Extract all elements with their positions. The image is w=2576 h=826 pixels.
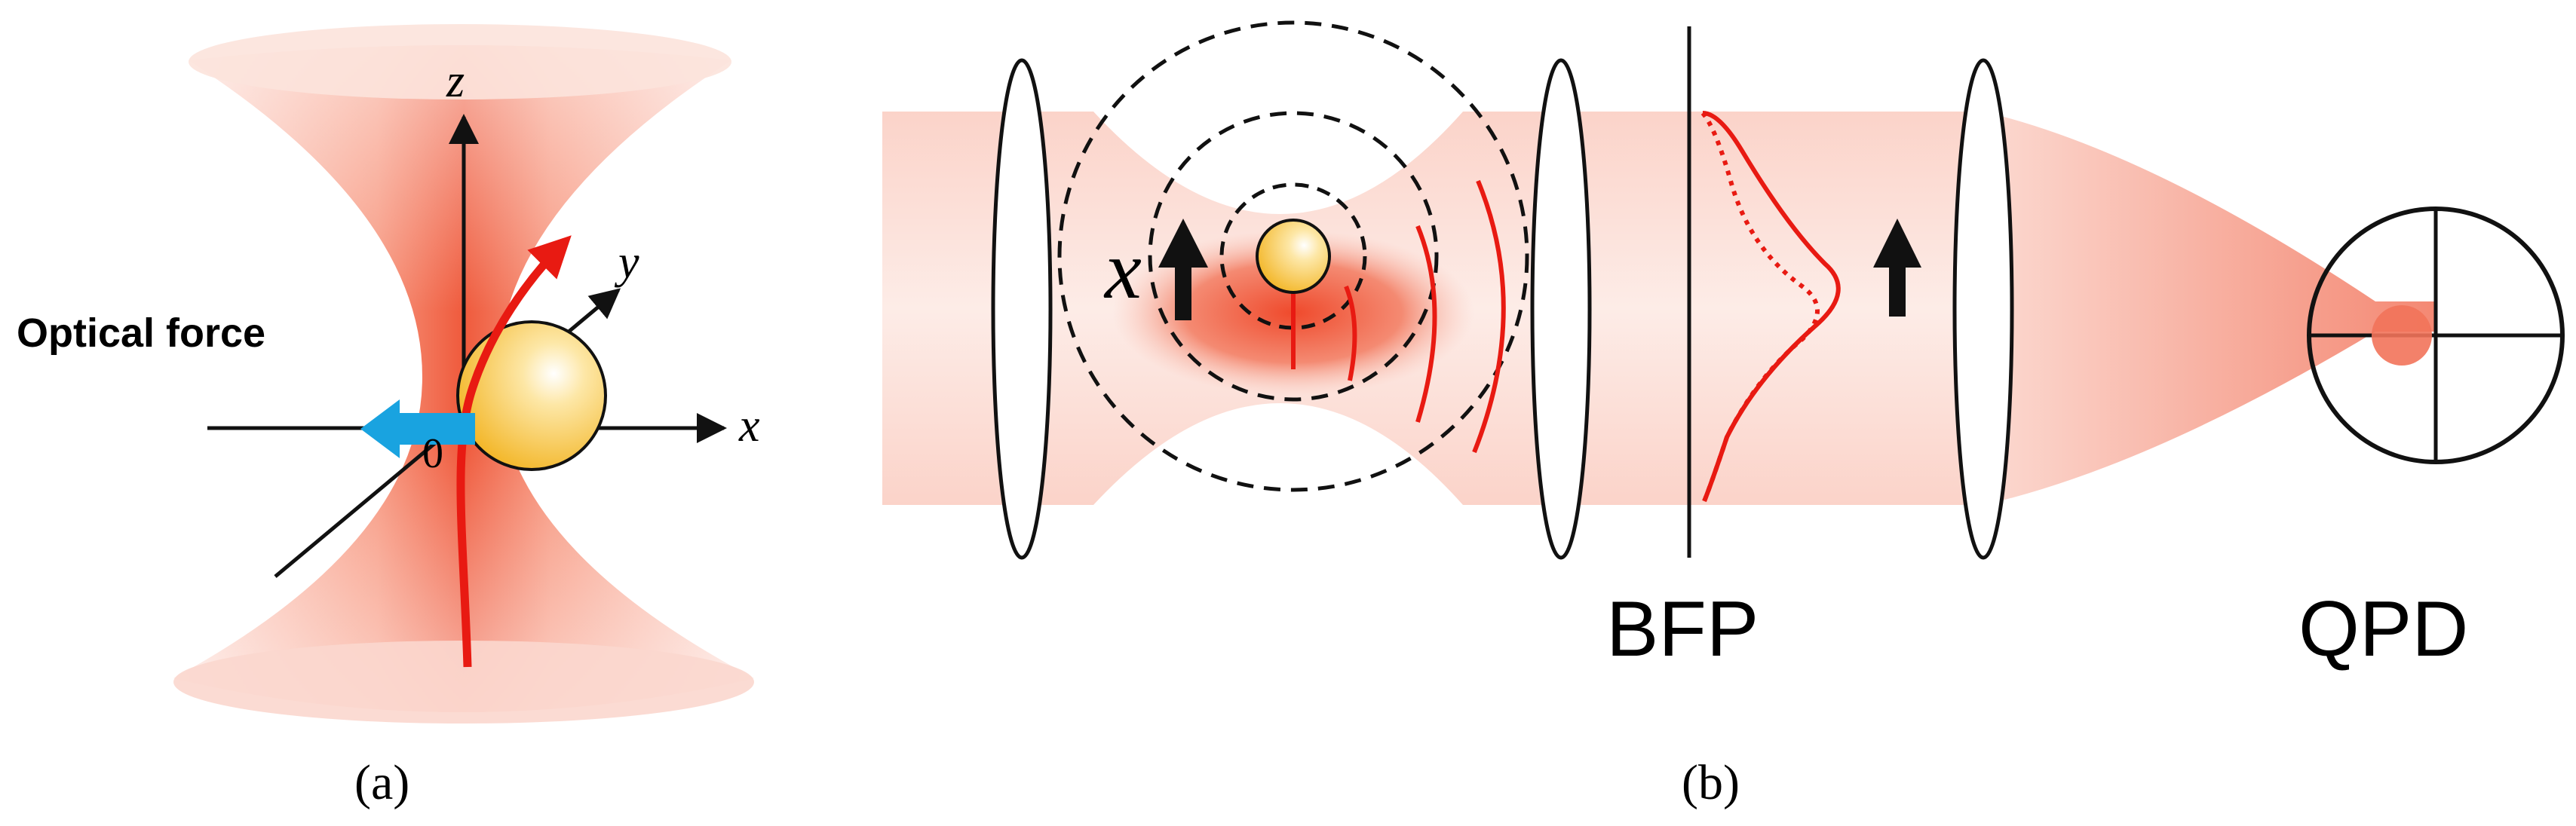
displacement-arrow [1158, 219, 1208, 320]
panel-b: x BFP QPD (b) [882, 20, 2565, 810]
panel-b-caption: (b) [1682, 755, 1740, 810]
trapped-bead-b [1256, 219, 1331, 294]
wavefront-circle-inner [1219, 182, 1367, 330]
trapped-bead [456, 320, 607, 471]
axis-z-label: z [446, 56, 465, 107]
wavefront-circle-outer [1057, 20, 1529, 492]
qpd-detector [2307, 206, 2565, 464]
optical-force-label: Optical force [17, 311, 265, 356]
qpd-spot [2372, 305, 2432, 366]
ray-trajectory [456, 235, 572, 668]
axis-x-label: x [738, 400, 760, 451]
panel-a: z y x 0 Optical force (a) [17, 24, 760, 810]
lens-2 [1530, 58, 1592, 560]
beam-top-ellipse [189, 24, 731, 99]
displacement-x-label: x [1103, 224, 1142, 316]
panel-a-caption: (a) [354, 755, 409, 810]
lens-3 [1952, 58, 2014, 560]
beam-to-qpd [1983, 112, 2436, 505]
beam-middle [1561, 112, 1983, 505]
axis-y-label: y [614, 237, 639, 288]
wavefront-circle-middle [1148, 111, 1439, 402]
bfp-label: BFP [1606, 586, 1759, 673]
bfp-shift-arrow [1873, 219, 1921, 317]
beam-bottom-ellipse [173, 641, 754, 724]
lens-1 [991, 58, 1053, 560]
optical-force-arrow [360, 399, 475, 458]
intensity-profile-dotted [1700, 112, 1820, 503]
origin-label: 0 [422, 430, 443, 477]
beam-input [882, 112, 1003, 505]
qpd-label: QPD [2298, 586, 2468, 673]
